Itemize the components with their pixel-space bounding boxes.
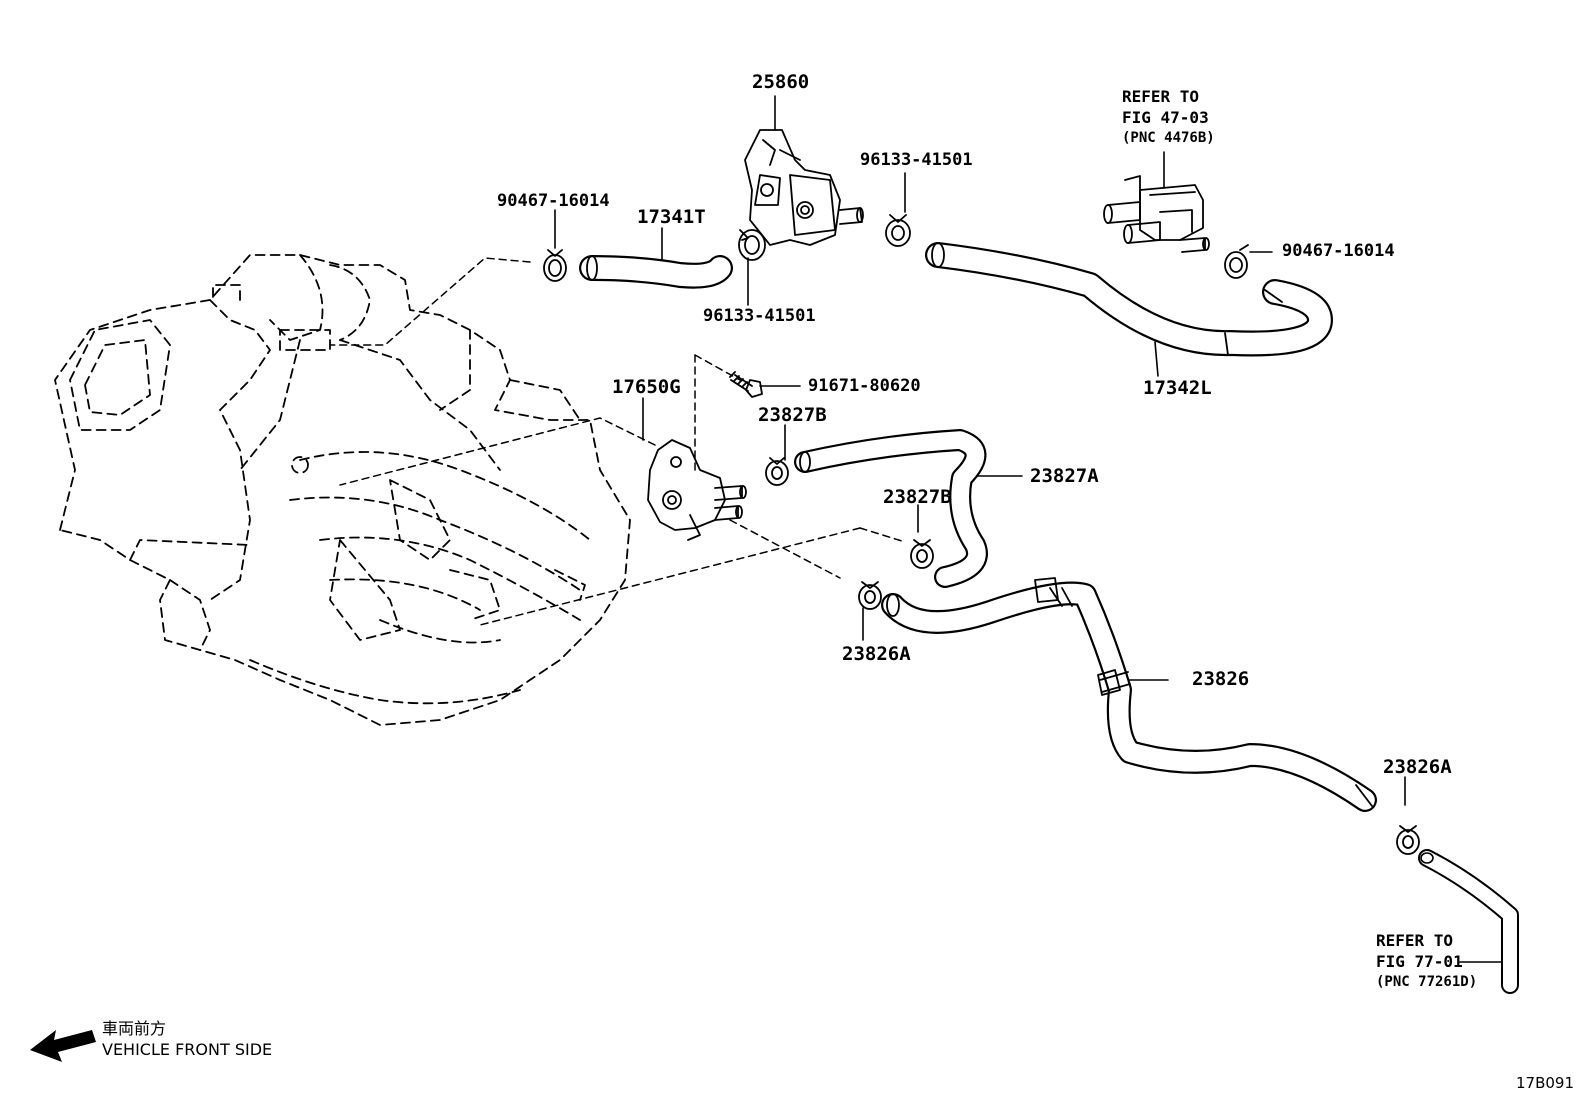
legend-english: VEHICLE FRONT SIDE (102, 1040, 273, 1059)
reference-line-2: FIG 47-03 (1122, 108, 1209, 127)
part-number-17650G: 17650G (612, 376, 681, 398)
part-number-17342L: 17342L (1143, 377, 1212, 399)
part-number-23827B-lower: 23827B (883, 486, 952, 508)
reference-line-1: REFER TO (1122, 87, 1200, 106)
valve-17650G (647, 439, 747, 541)
part-number-23826: 23826 (1192, 668, 1250, 690)
part-number-96133-41501-lower: 96133-41501 (703, 306, 816, 326)
reference-line-3: (PNC 4476B) (1122, 130, 1215, 146)
reference-note-fig-77-01: REFER TO FIG 77-01 (PNC 77261D) (1376, 930, 1477, 993)
valve-47-03 (1103, 175, 1210, 253)
part-number-23827A: 23827A (1030, 465, 1099, 487)
hose-details (586, 242, 1373, 807)
part-number-23827B-upper: 23827B (758, 404, 827, 426)
part-number-90467-16014-right: 90467-16014 (1282, 241, 1395, 261)
part-number-17341T: 17341T (637, 206, 706, 228)
reference-line-3: (PNC 77261D) (1376, 974, 1478, 990)
valve-25860 (744, 129, 864, 246)
hose-23826 (881, 581, 1377, 812)
solid-leader-lines (554, 95, 1504, 963)
pipe-77-01 (1418, 849, 1519, 994)
reference-line-2: FIG 77-01 (1376, 952, 1463, 971)
part-number-23826A-left: 23826A (842, 643, 911, 665)
engine-phantom-outline (54, 254, 631, 726)
dashed-leader-lines (329, 257, 906, 626)
part-number-96133-41501-upper: 96133-41501 (860, 150, 973, 170)
part-number-90467-16014-left: 90467-16014 (497, 191, 610, 211)
hose-17342L (925, 242, 1333, 357)
legend-japanese: 車両前方 (102, 1019, 167, 1038)
part-number-25860: 25860 (752, 71, 810, 93)
bolt-91671 (729, 371, 763, 398)
vehicle-front-legend: 車両前方 VEHICLE FRONT SIDE (102, 1018, 272, 1060)
figure-code: 17B091 (1516, 1074, 1575, 1092)
vehicle-front-arrow-icon (30, 1030, 96, 1062)
reference-note-fig-47-03: REFER TO FIG 47-03 (PNC 4476B) (1122, 86, 1215, 149)
hose-17341T (579, 255, 733, 289)
part-number-23826A-right: 23826A (1383, 756, 1452, 778)
reference-line-1: REFER TO (1376, 931, 1454, 950)
part-number-91671-80620: 91671-80620 (808, 376, 921, 396)
clamps (543, 214, 1420, 855)
hose-23827A (794, 429, 988, 588)
